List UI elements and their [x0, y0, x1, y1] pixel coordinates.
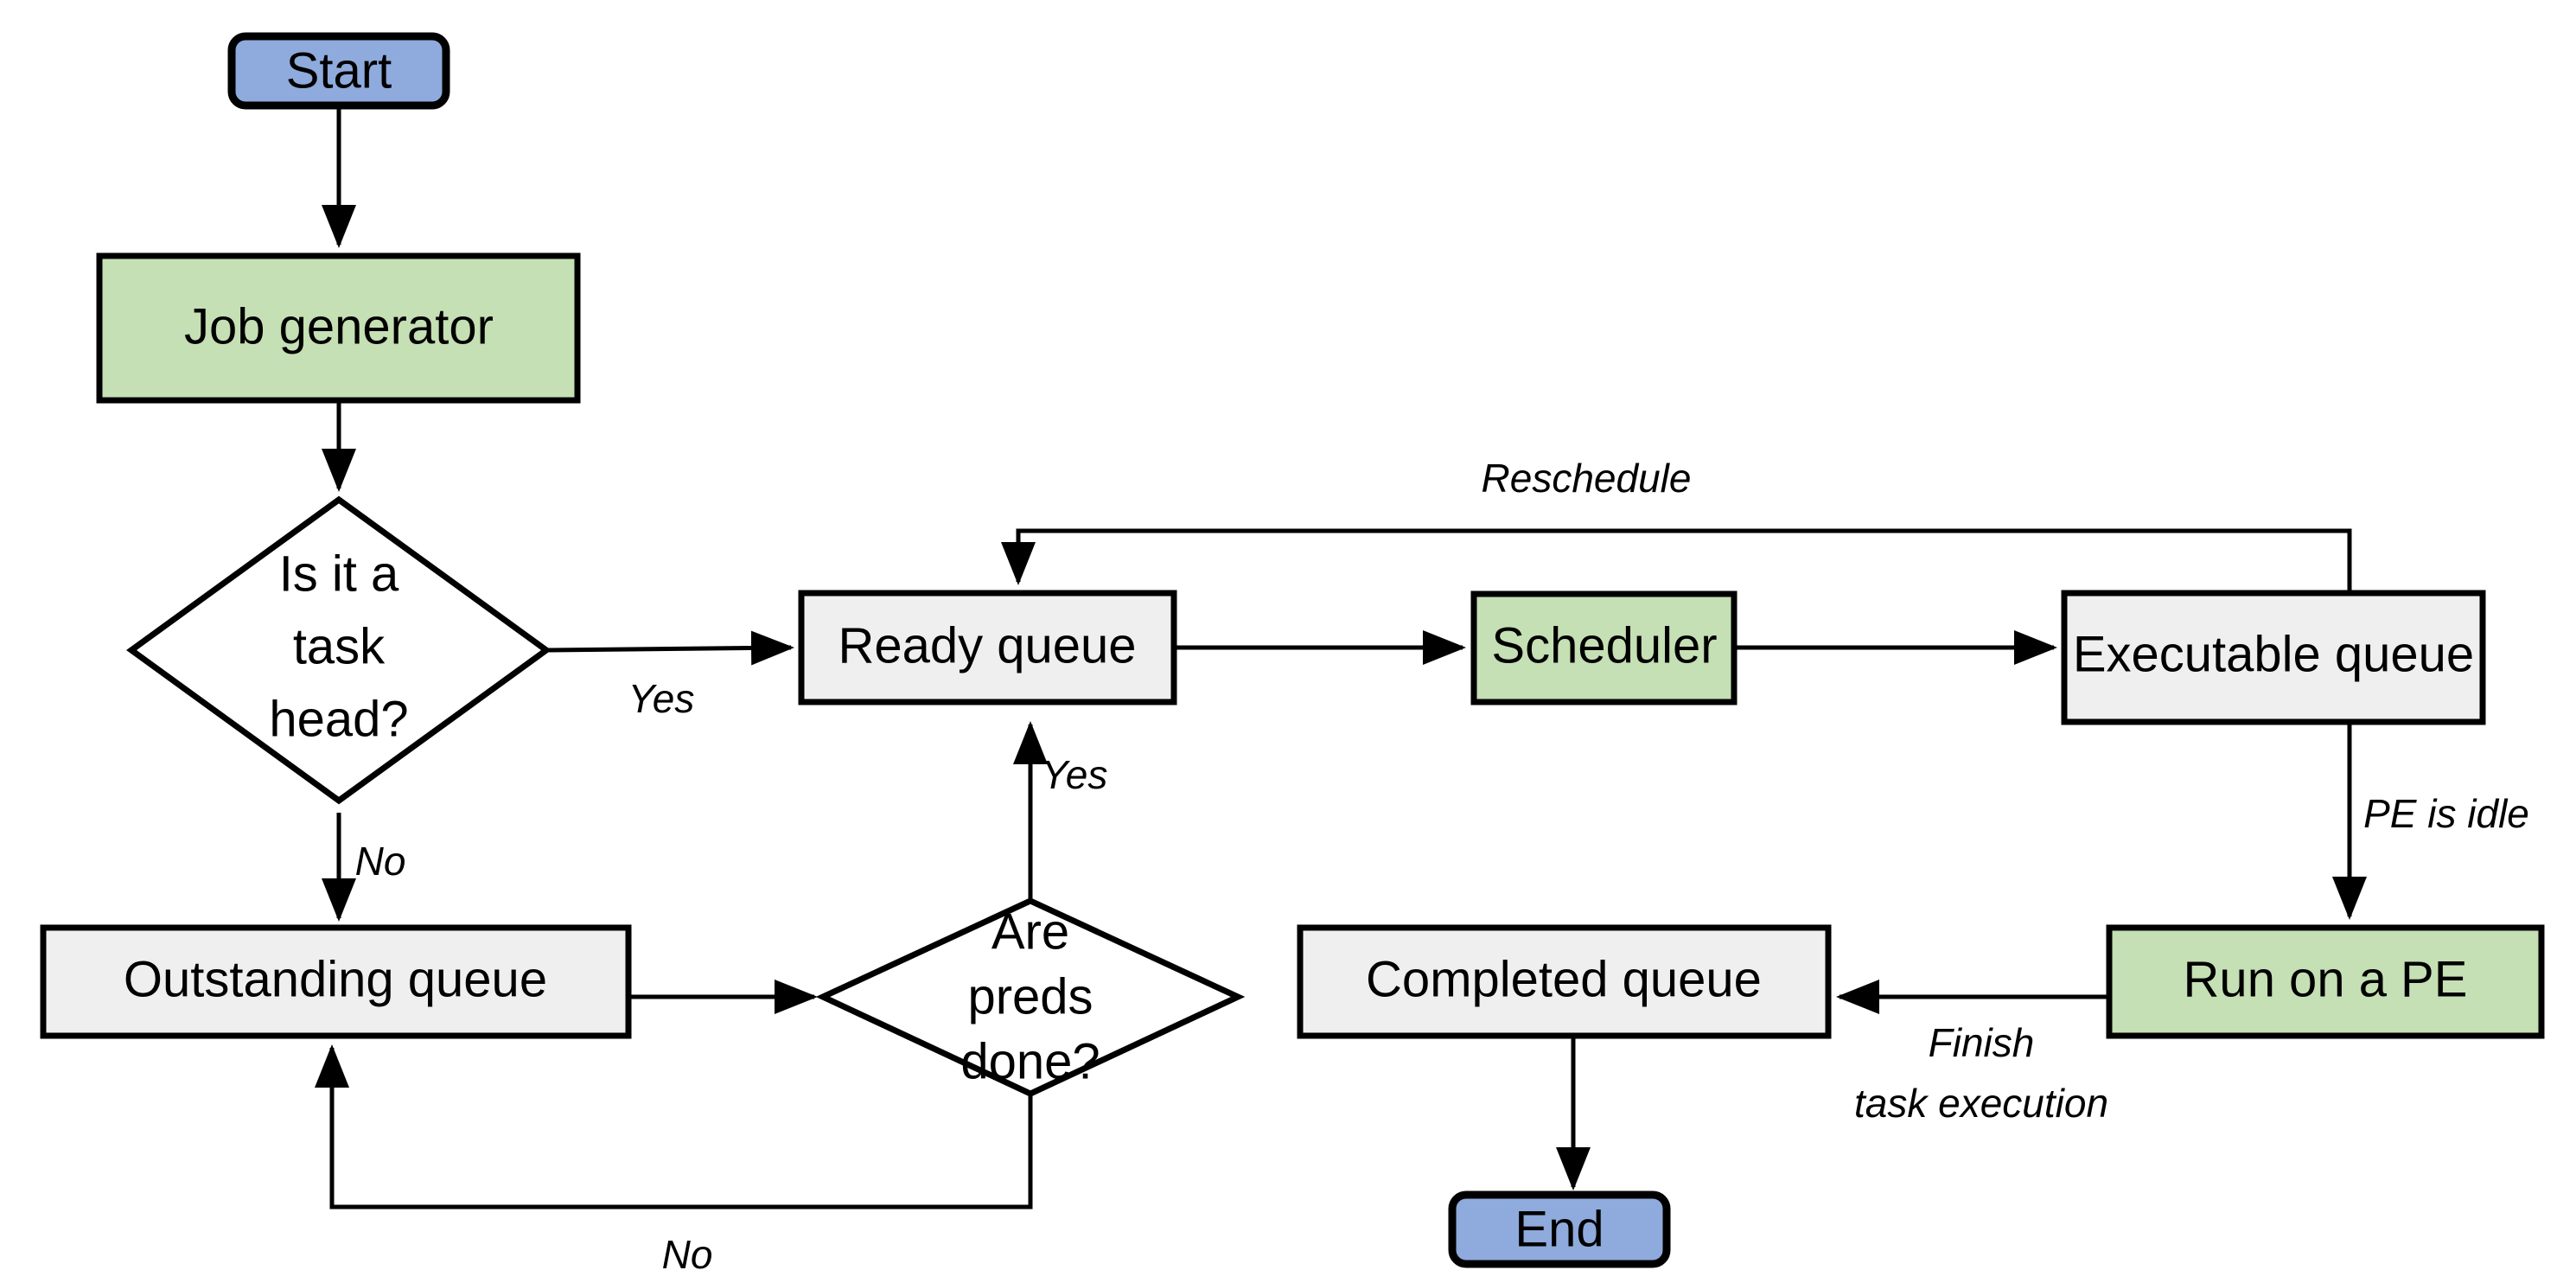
job-generator-shape [96, 252, 581, 404]
edge-preds-no-to-outstanding-queue [315, 1044, 1033, 1210]
node-completed-queue[interactable]: Completed queue [1297, 924, 1832, 1039]
run-on-pe-label: Run on a PE [2184, 951, 2468, 1007]
are-preds-done-shape [815, 897, 1246, 1097]
node-scheduler[interactable]: Scheduler [1470, 590, 1738, 705]
is-task-head-label-line1: Is it a [279, 546, 399, 602]
edge-label-pe-is-idle: PE is idle [2363, 791, 2529, 836]
edge-label-finish-line2: task execution [1854, 1081, 2108, 1126]
node-executable-queue[interactable]: Executable queue [2061, 590, 2486, 725]
end-shape [1448, 1190, 1671, 1268]
node-run-on-pe[interactable]: Run on a PE [2106, 924, 2545, 1039]
node-end[interactable]: End [1448, 1190, 1671, 1268]
completed-queue-shape [1297, 924, 1832, 1039]
node-outstanding-queue[interactable]: Outstanding queue [40, 924, 632, 1039]
edge-label-yes-task-head: Yes [628, 676, 695, 721]
edge-executable-queue-reschedule-to-ready-queue [1001, 528, 2352, 593]
edge-task-head-yes-to-ready-queue [544, 630, 794, 666]
edge-label-no-task-head: No [355, 839, 406, 884]
scheduler-shape [1470, 590, 1738, 705]
scheduler-label: Scheduler [1491, 617, 1717, 673]
edge-label-no-preds: No [662, 1232, 713, 1277]
is-task-head-shape [126, 495, 552, 805]
edge-label-yes-preds: Yes [1042, 752, 1108, 797]
start-shape [227, 32, 450, 110]
edge-label-finish-line1: Finish [1929, 1020, 2035, 1065]
node-are-preds-done[interactable]: Are preds done? [815, 897, 1246, 1097]
outstanding-queue-label: Outstanding queue [124, 951, 547, 1007]
node-ready-queue[interactable]: Ready queue [798, 590, 1177, 705]
executable-queue-label: Executable queue [2073, 626, 2474, 682]
are-preds-done-label-line1: Are [992, 903, 1069, 960]
job-generator-label: Job generator [184, 298, 494, 354]
executable-queue-shape [2061, 590, 2486, 725]
edge-label-reschedule: Reschedule [1482, 456, 1692, 501]
node-start[interactable]: Start [227, 32, 450, 110]
is-task-head-label-line2: task [293, 618, 386, 674]
run-on-pe-shape [2106, 924, 2545, 1039]
end-label: End [1514, 1201, 1604, 1257]
is-task-head-label-line3: head? [269, 691, 408, 747]
node-job-generator[interactable]: Job generator [96, 252, 581, 404]
completed-queue-label: Completed queue [1366, 951, 1762, 1007]
outstanding-queue-shape [40, 924, 632, 1039]
ready-queue-shape [798, 590, 1177, 705]
are-preds-done-label-line2: preds [967, 968, 1093, 1024]
start-label: Start [286, 42, 392, 99]
ready-queue-label: Ready queue [838, 617, 1136, 673]
node-is-task-head[interactable]: Is it a task head? [126, 495, 552, 805]
are-preds-done-label-line3: done? [960, 1033, 1100, 1089]
